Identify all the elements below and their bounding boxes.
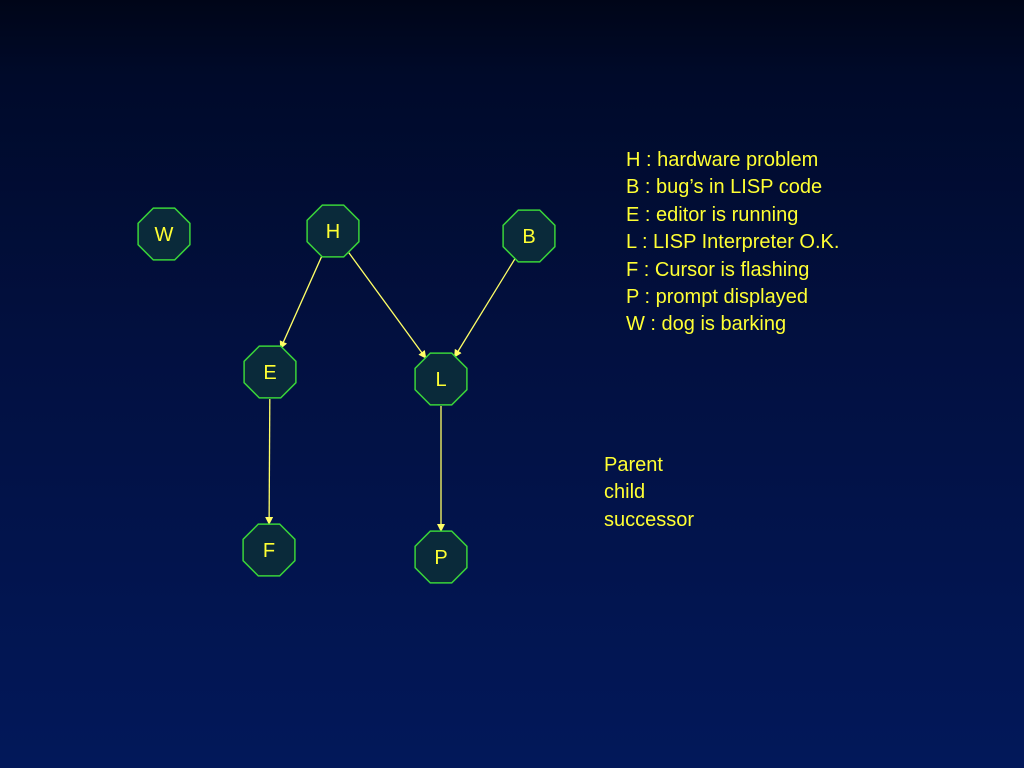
edge-h-to-l [348, 252, 427, 359]
terms-list: Parent child successor [604, 452, 694, 534]
legend-item-w: W : dog is barking [626, 313, 787, 336]
node-octagon [502, 209, 556, 263]
node-f: F [242, 523, 296, 577]
node-label-e: E [263, 362, 276, 384]
node-octagon [414, 352, 468, 406]
node-label-p: P [434, 547, 447, 569]
node-p: P [414, 530, 468, 584]
edge-b-to-l [454, 258, 516, 358]
edges-layer [265, 252, 516, 532]
node-h: H [306, 204, 360, 258]
node-octagon [243, 345, 297, 399]
node-label-h: H [326, 221, 340, 243]
node-octagon [306, 204, 360, 258]
edge-h-to-e [279, 255, 323, 350]
legend-item-f: F : Cursor is flashing [626, 258, 810, 281]
legend-item-l: L : LISP Interpreter O.K. [626, 231, 840, 254]
node-b: B [502, 209, 556, 263]
node-octagon [242, 523, 296, 577]
node-label-w: W [155, 224, 174, 246]
legend-item-h: H : hardware problem [626, 149, 819, 171]
node-octagon [137, 207, 191, 261]
node-octagon [414, 530, 468, 584]
term-child: child [604, 481, 646, 504]
node-label-f: F [263, 540, 275, 562]
node-e: E [243, 345, 297, 399]
term-parent: Parent [604, 454, 663, 476]
legend-item-p: P : prompt displayed [626, 286, 808, 309]
node-label-b: B [522, 226, 535, 248]
node-l: L [414, 352, 468, 406]
legend-item-b: B : bug’s in LISP code [626, 176, 823, 199]
node-label-l: L [435, 369, 446, 391]
edge-e-to-f [265, 398, 274, 525]
term-successor: successor [604, 508, 695, 531]
legend: H : hardware problem B : bug’s in LISP c… [626, 147, 839, 339]
nodes-layer: W H B E L F P [137, 204, 556, 584]
legend-item-e: E : editor is running [626, 203, 799, 226]
node-w: W [137, 207, 191, 261]
